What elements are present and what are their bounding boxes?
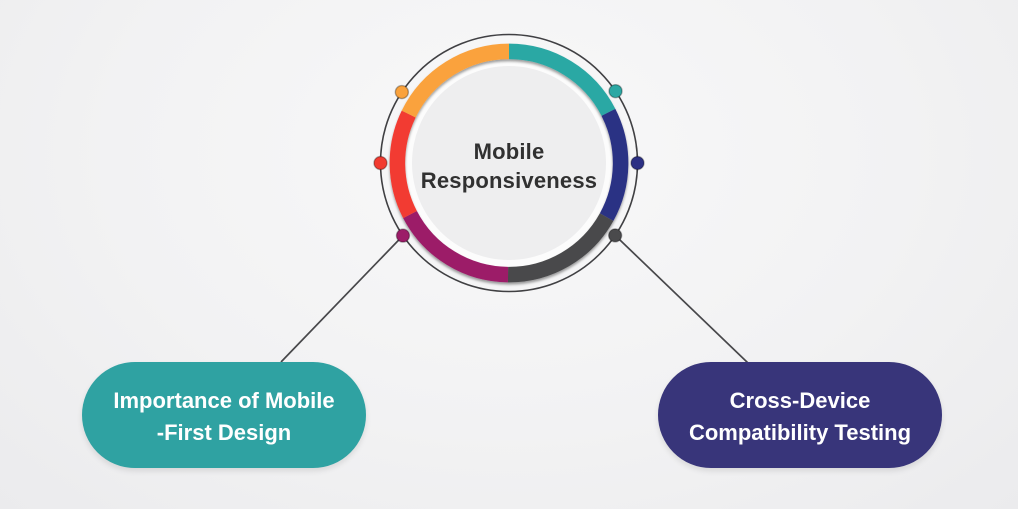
- ring-segment-gray: [507, 213, 614, 283]
- hub-title: Mobile Responsiveness: [379, 120, 639, 212]
- navy-dot: [630, 155, 645, 171]
- hub-ring: [389, 43, 629, 283]
- magenta-dot: [395, 228, 411, 243]
- ring-segment-orange: [401, 43, 510, 118]
- ring-segment-teal: [508, 43, 616, 117]
- red-dot: [373, 155, 388, 171]
- node-label-line1: Cross-Device: [729, 388, 871, 413]
- node-label-line2: Compatibility Testing: [688, 420, 912, 445]
- hub-title-line1: Mobile: [473, 139, 545, 164]
- hub-inner-disc: [412, 66, 606, 260]
- ring-segment-magenta: [403, 210, 509, 283]
- node-label-line1: Importance of Mobile: [113, 388, 335, 413]
- teal-dot: [608, 83, 623, 99]
- connector-line-right: [614, 234, 749, 364]
- ring-segment-navy: [599, 108, 629, 221]
- connector-line-left: [280, 235, 404, 363]
- hub-title-line2: Responsiveness: [420, 168, 598, 193]
- node-label-line2: -First Design: [156, 420, 292, 445]
- node-mobile-first-design[interactable]: Importance of Mobile -First Design: [82, 362, 366, 468]
- orange-dot: [394, 84, 410, 100]
- ring-segment-red: [389, 110, 417, 219]
- node-cross-device-testing[interactable]: Cross-Device Compatibility Testing: [658, 362, 942, 468]
- gray-dot: [607, 228, 623, 243]
